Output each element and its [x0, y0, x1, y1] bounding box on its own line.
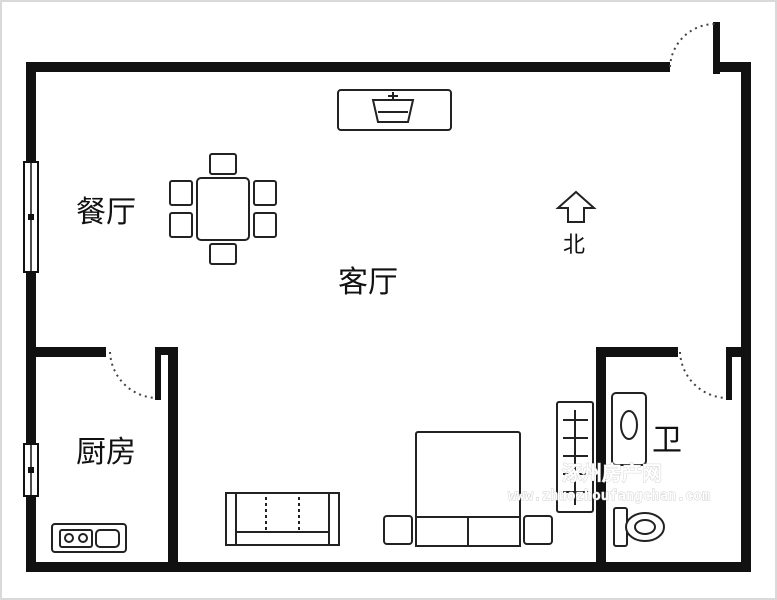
bed [383, 431, 553, 547]
tv-cabinet [337, 89, 452, 131]
sofa [225, 492, 340, 546]
door-swing-kitchen [109, 351, 157, 399]
wall-left-upper [26, 62, 36, 162]
wall-entry-jamb [713, 22, 720, 74]
north-arrow-icon [555, 190, 597, 223]
wall-bath-top [596, 347, 678, 357]
room-label-dining: 餐厅 [76, 195, 136, 230]
bathtub [611, 392, 647, 466]
north-label: 北 [563, 233, 585, 258]
room-label-kitchen: 厨房 [76, 435, 136, 470]
room-label-living: 客厅 [338, 265, 398, 300]
wall-kitchen-top [26, 347, 106, 357]
wall-top [26, 62, 670, 72]
wardrobe [556, 401, 594, 513]
wall-bath-left [596, 347, 606, 572]
wall-kitchen-right [168, 347, 178, 572]
door-swing-entry [669, 22, 716, 68]
walls [26, 22, 751, 572]
door-swing-bathroom [679, 351, 727, 399]
wall-left-lower [26, 496, 36, 572]
toilet [613, 507, 665, 547]
wall-bath-top-right [726, 347, 746, 357]
wall-right [741, 62, 751, 572]
kitchen-stove [51, 523, 127, 553]
wall-top-right [715, 62, 751, 72]
wall-kitchen-jamb [155, 347, 178, 355]
wall-bottom [26, 562, 751, 572]
wall-bath-door-stop [726, 352, 732, 400]
wall-kitchen-door-stop [155, 352, 161, 400]
watermark-url: www.zhuozhoufangchan.com [508, 488, 710, 504]
windows [23, 161, 39, 497]
room-label-bathroom: 卫 [652, 423, 682, 458]
door-swings [109, 22, 727, 399]
dining-table-set [169, 153, 277, 265]
watermark-name: 涿州房产网 [562, 461, 662, 485]
wall-left-middle [26, 272, 36, 444]
